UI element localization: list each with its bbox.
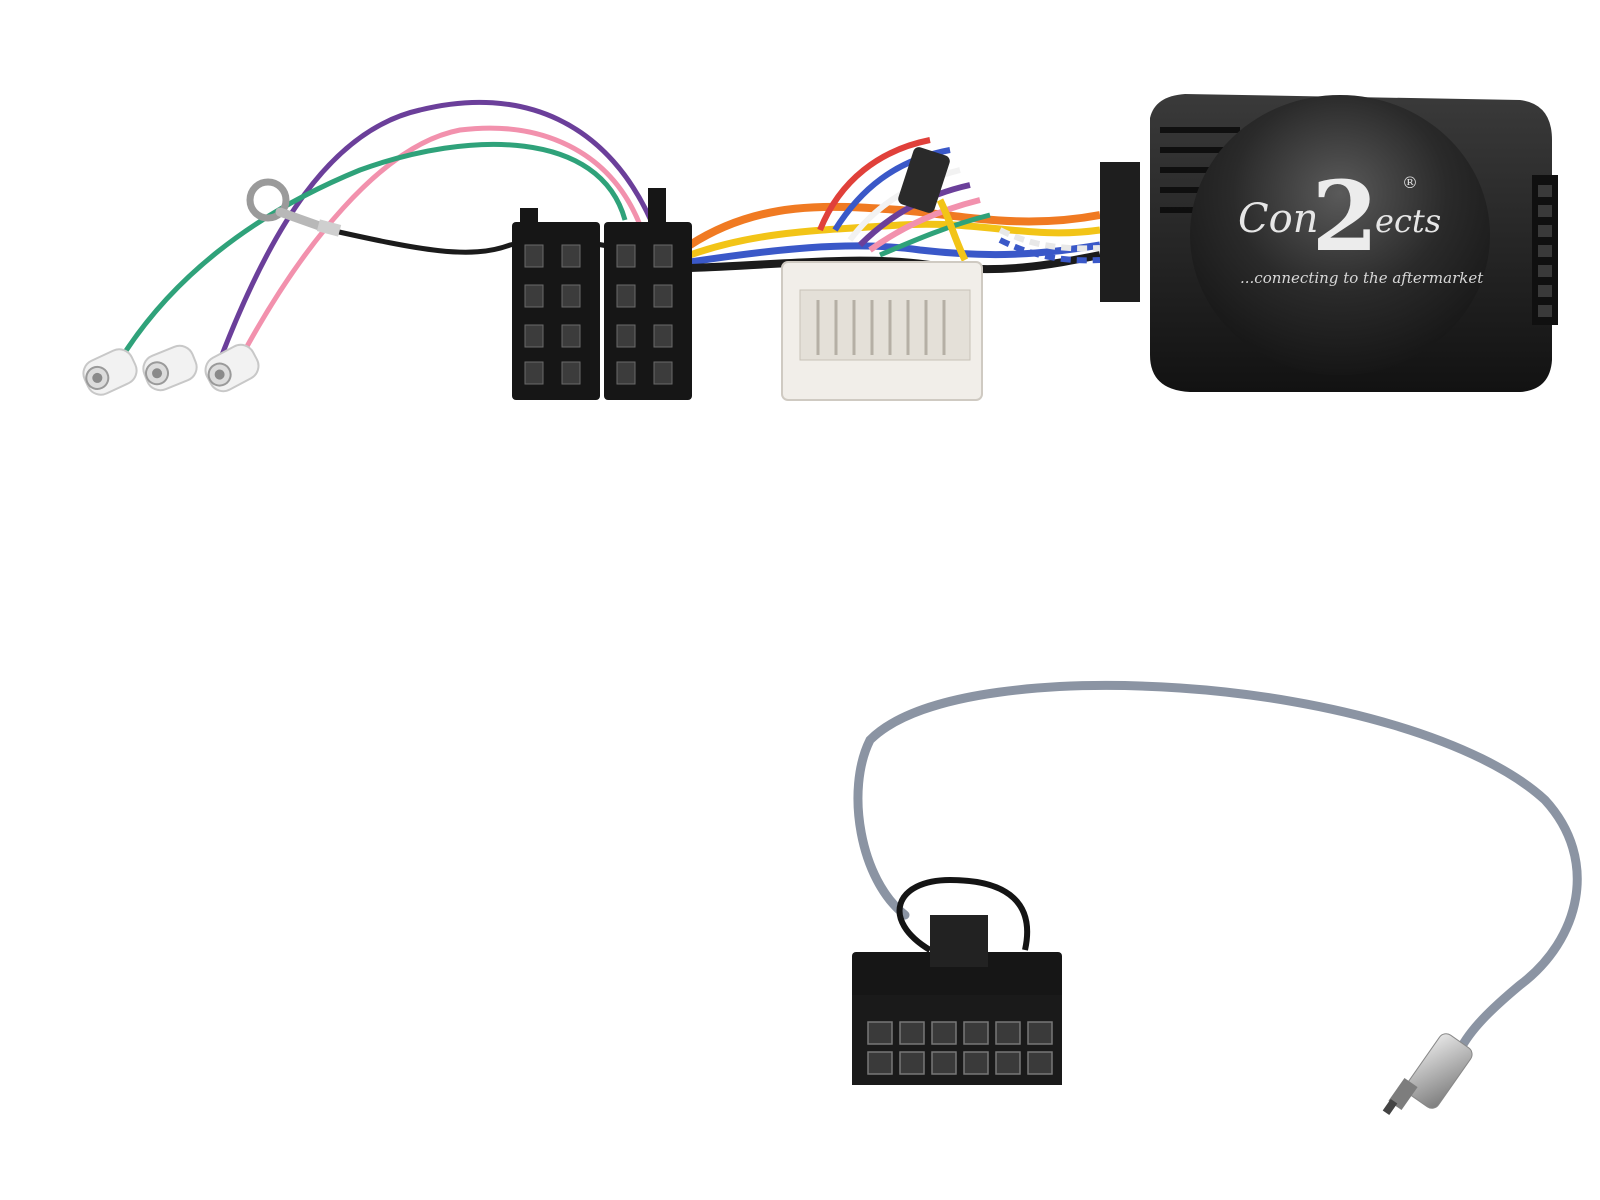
grey-cable: [853, 681, 1582, 1055]
brand-logo: 2 ® Con ects ...connecting to the afterm…: [1238, 160, 1484, 287]
pink-wire: [242, 125, 643, 352]
bullet-connectors: [82, 343, 260, 396]
patch-lead: [852, 681, 1582, 1116]
ring-terminal-icon: [246, 178, 342, 237]
iso-connector-left: [512, 208, 600, 400]
bullet-connector-purple: [142, 344, 198, 392]
logo-registered: ®: [1402, 173, 1418, 192]
logo-word-left: Con: [1238, 196, 1318, 242]
black-loop-wire: [896, 876, 1031, 953]
patch-lead-plug-icon: [852, 915, 1062, 1085]
iso-connector-right: [604, 188, 692, 400]
wire-loom: [687, 137, 1101, 274]
iso-connector-icon: [512, 188, 692, 400]
logo-tagline: ...connecting to the aftermarket: [1240, 269, 1484, 287]
bullet-connector-pink: [204, 343, 260, 393]
bullet-connector-green: [82, 348, 138, 396]
green-wire: [117, 141, 628, 362]
interface-box-icon: 2 ® Con ects ...connecting to the afterm…: [1100, 94, 1558, 392]
logo-numeral: 2: [1312, 160, 1379, 273]
logo-word-right: ects: [1375, 202, 1441, 240]
vehicle-plug-icon: [781, 261, 983, 401]
purple-wire: [217, 99, 658, 361]
mono-jack-icon: [1382, 1033, 1473, 1116]
black-ground-wire: [329, 227, 651, 258]
main-harness: 2 ® Con ects ...connecting to the afterm…: [82, 94, 1558, 401]
